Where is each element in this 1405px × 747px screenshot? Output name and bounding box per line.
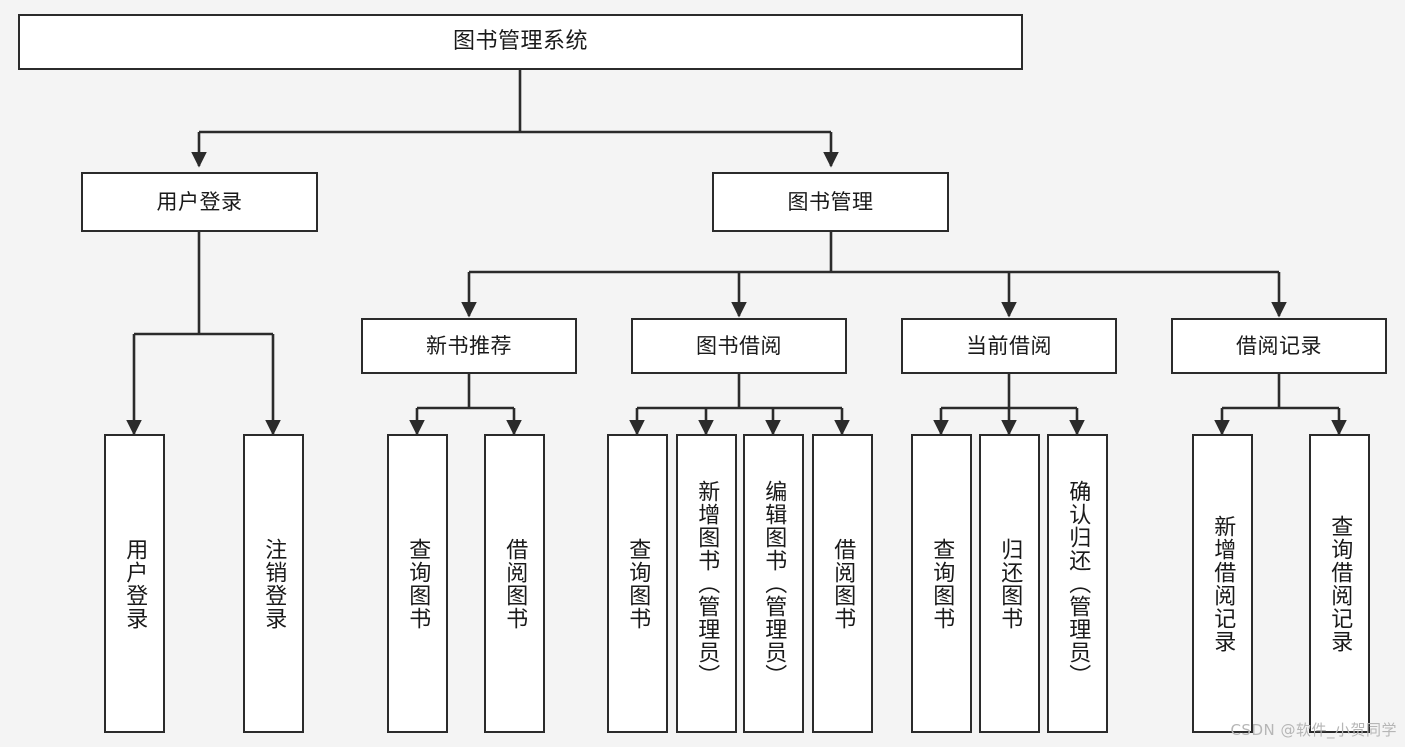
- leaf-current-confirm-return-admin[interactable]: 确认归还（管理员）: [1047, 434, 1108, 733]
- leaf-borrow-query-book[interactable]: 查询图书: [607, 434, 668, 733]
- leaf-borrow-borrow-book[interactable]: 借阅图书: [812, 434, 873, 733]
- node-label: 当前借阅: [966, 333, 1052, 358]
- node-label: 图书管理系统: [452, 29, 588, 55]
- node-label: 确认归还（管理员）: [1065, 480, 1091, 687]
- leaf-borrow-edit-book-admin[interactable]: 编辑图书（管理员）: [743, 434, 804, 733]
- node-label: 新书推荐: [426, 333, 512, 358]
- leaf-record-add-record[interactable]: 新增借阅记录: [1192, 434, 1253, 733]
- node-label: 借阅图书: [830, 537, 856, 630]
- node-label: 查询借阅记录: [1327, 514, 1353, 653]
- csdn-watermark: CSDN @软件_小贺同学: [1230, 721, 1397, 739]
- node-book-management[interactable]: 图书管理: [712, 172, 949, 232]
- node-label: 注销登录: [261, 537, 287, 630]
- node-user-login[interactable]: 用户登录: [81, 172, 318, 232]
- leaf-recommend-borrow-book[interactable]: 借阅图书: [484, 434, 545, 733]
- node-label: 新增借阅记录: [1210, 514, 1236, 653]
- node-root-system[interactable]: 图书管理系统: [18, 14, 1023, 70]
- node-label: 查询图书: [929, 537, 955, 630]
- node-label: 归还图书: [997, 537, 1023, 630]
- node-label: 编辑图书（管理员）: [761, 480, 787, 687]
- node-book-borrow[interactable]: 图书借阅: [631, 318, 847, 374]
- leaf-current-query-book[interactable]: 查询图书: [911, 434, 972, 733]
- node-current-borrow[interactable]: 当前借阅: [901, 318, 1117, 374]
- leaf-user-login-signin[interactable]: 用户登录: [104, 434, 165, 733]
- node-label: 查询图书: [625, 537, 651, 630]
- node-label: 图书借阅: [696, 333, 782, 358]
- node-label: 新增图书（管理员）: [694, 480, 720, 687]
- leaf-borrow-add-book-admin[interactable]: 新增图书（管理员）: [676, 434, 737, 733]
- leaf-record-query-record[interactable]: 查询借阅记录: [1309, 434, 1370, 733]
- leaf-recommend-query-book[interactable]: 查询图书: [387, 434, 448, 733]
- node-label: 借阅记录: [1236, 333, 1322, 358]
- node-label: 用户登录: [122, 537, 148, 630]
- node-borrow-record[interactable]: 借阅记录: [1171, 318, 1387, 374]
- node-label: 查询图书: [405, 537, 431, 630]
- node-label: 借阅图书: [502, 537, 528, 630]
- node-label: 用户登录: [156, 189, 243, 214]
- node-new-book-recommend[interactable]: 新书推荐: [361, 318, 577, 374]
- leaf-current-return-book[interactable]: 归还图书: [979, 434, 1040, 733]
- node-label: 图书管理: [787, 189, 874, 214]
- leaf-user-login-signout[interactable]: 注销登录: [243, 434, 304, 733]
